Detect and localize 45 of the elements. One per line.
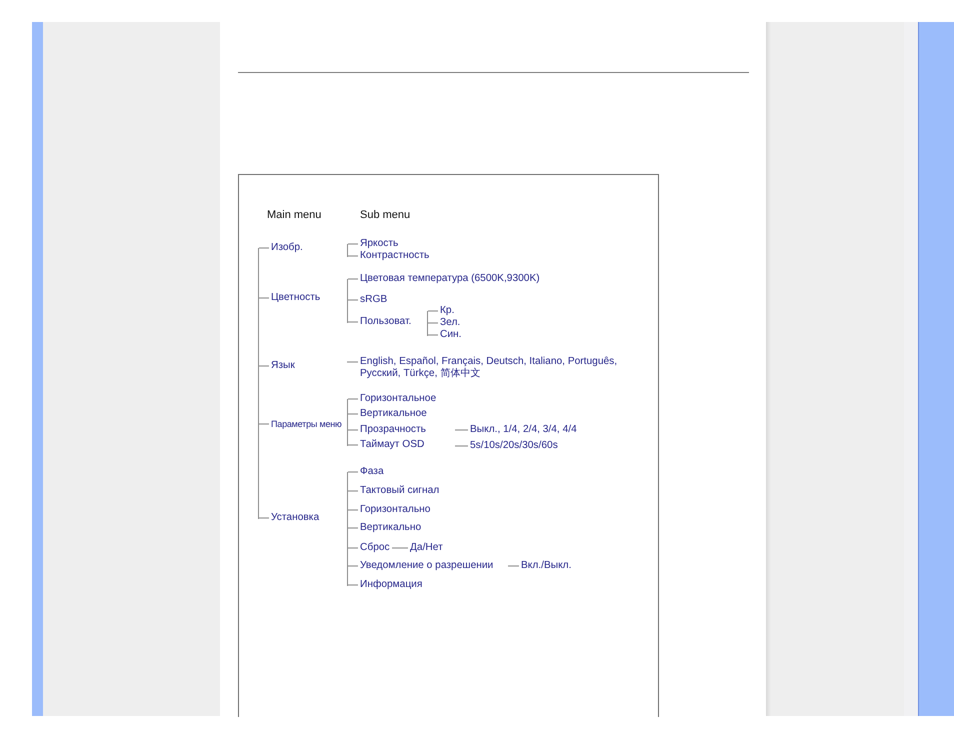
bracket-line bbox=[347, 244, 348, 257]
connector-line bbox=[428, 322, 438, 324]
submenu-label: Вертикально bbox=[360, 522, 422, 534]
option-label: Син. bbox=[440, 329, 462, 341]
connector-line bbox=[428, 334, 438, 336]
submenu-label: Информация bbox=[360, 579, 422, 591]
main-menu-label: Параметры меню bbox=[271, 418, 342, 430]
connector-line bbox=[348, 490, 358, 492]
bracket-line bbox=[347, 399, 348, 446]
main-menu-label: Изобр. bbox=[271, 242, 303, 254]
bracket-line bbox=[347, 472, 348, 586]
option-label: Вкл./Выкл. bbox=[521, 560, 572, 572]
connector-line bbox=[348, 278, 358, 280]
submenu-label: Фаза bbox=[360, 466, 384, 478]
connector-line bbox=[348, 584, 358, 586]
column-heading: Sub menu bbox=[360, 208, 410, 222]
bracket-line bbox=[347, 279, 348, 323]
submenu-label: Таймаут OSD bbox=[360, 439, 424, 451]
bracket-line bbox=[258, 248, 259, 519]
main-menu-label: Цветность bbox=[271, 292, 320, 304]
submenu-label: Горизонтально bbox=[360, 504, 430, 516]
submenu-label: Сброс bbox=[360, 542, 390, 554]
submenu-label: Уведомление о разрешении bbox=[360, 560, 494, 572]
submenu-label: Прозрачность bbox=[360, 424, 426, 436]
option-list: English, Español, Français, Deutsch, Italiano, Português, Русский, Türkçe, 简体中文 bbox=[360, 356, 650, 380]
connector-line bbox=[348, 444, 358, 446]
connector-line bbox=[428, 310, 438, 312]
bracket-line bbox=[427, 311, 428, 336]
connector-line bbox=[348, 398, 358, 400]
submenu-label: Яркость bbox=[360, 238, 398, 250]
option-label: Да/Нет bbox=[410, 542, 443, 554]
submenu-label: sRGB bbox=[360, 294, 388, 306]
submenu-label: Цветовая температура (6500K,9300K) bbox=[360, 273, 540, 285]
submenu-label: Контрастность bbox=[360, 250, 430, 262]
option-label: 5s/10s/20s/30s/60s bbox=[470, 440, 558, 452]
main-menu-label: Установка bbox=[271, 512, 320, 524]
submenu-label: Вертикальное bbox=[360, 408, 427, 420]
main-menu-label: Язык bbox=[271, 360, 295, 372]
submenu-label: Тактовый сигнал bbox=[360, 485, 440, 497]
option-label: Выкл., 1/4, 2/4, 3/4, 4/4 bbox=[470, 424, 577, 436]
submenu-label: Горизонтальное bbox=[360, 393, 436, 405]
option-label: Зел. bbox=[440, 317, 460, 329]
submenu-label: Пользоват. bbox=[360, 316, 412, 328]
option-label: Кр. bbox=[440, 305, 454, 317]
column-heading: Main menu bbox=[267, 208, 322, 222]
